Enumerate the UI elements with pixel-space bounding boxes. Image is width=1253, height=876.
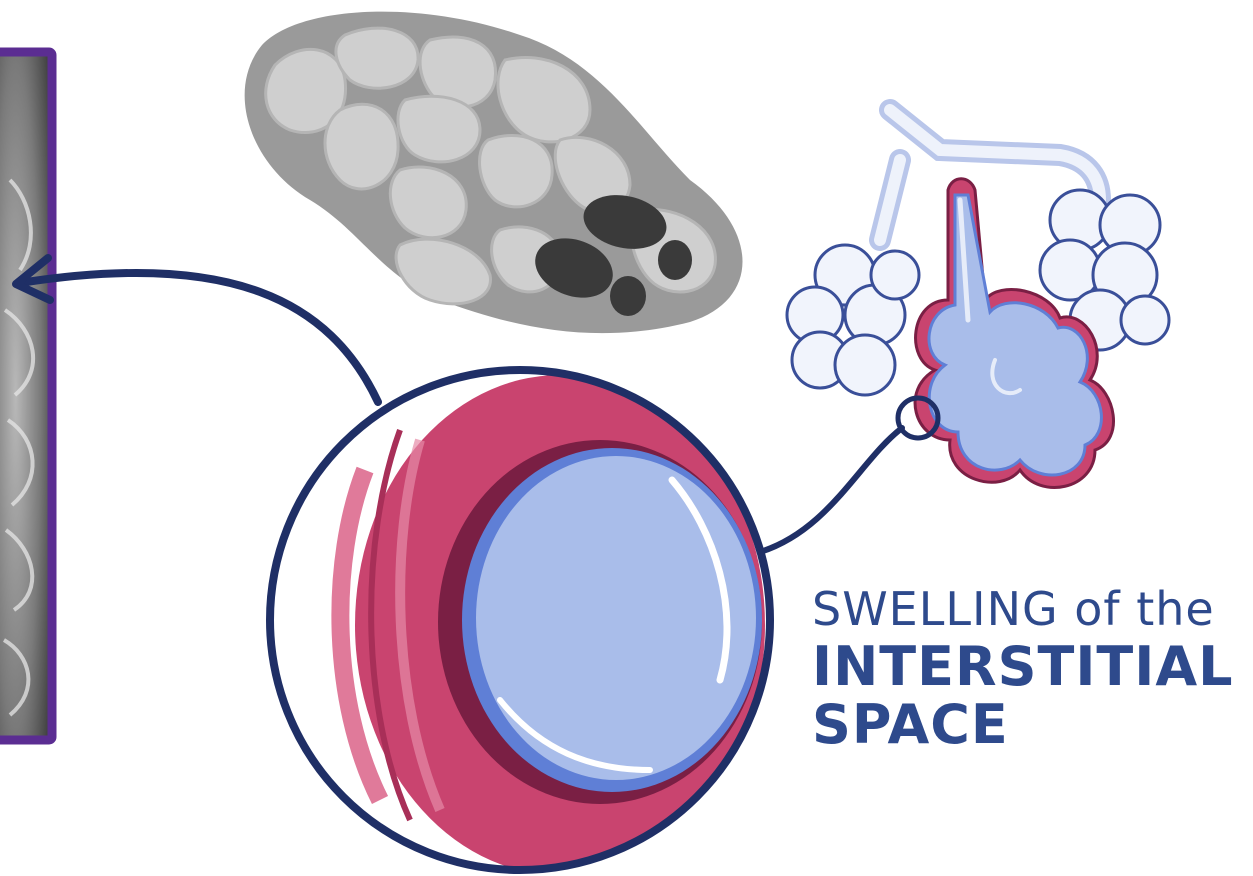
xray-image bbox=[0, 52, 52, 740]
caption-line-2: INTERSTITIAL bbox=[812, 640, 1242, 698]
caption-line-1: SWELLING of the bbox=[812, 586, 1242, 640]
cobblestone-patch bbox=[245, 12, 743, 334]
caption-text: SWELLING of the INTERSTITIAL SPACE bbox=[812, 586, 1242, 756]
zoom-connector-line bbox=[760, 428, 902, 552]
pointer-arrow bbox=[16, 258, 378, 402]
alveoli-cluster bbox=[787, 110, 1169, 487]
magnified-alveolus-circle bbox=[270, 370, 770, 875]
caption-line-3: SPACE bbox=[812, 698, 1242, 756]
